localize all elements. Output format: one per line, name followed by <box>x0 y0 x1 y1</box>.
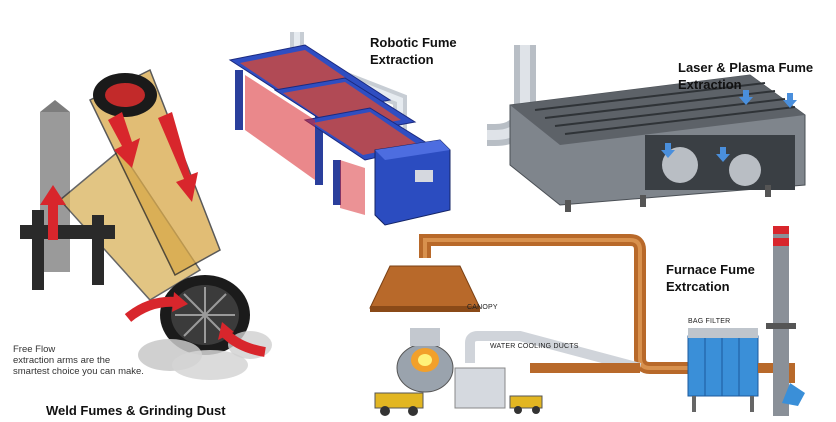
laser-plasma-panel: Laser & Plasma Fume Extraction <box>465 35 836 215</box>
weld-caption-line-2: extraction arms are the <box>13 355 111 366</box>
laser-title-line-2: Extraction <box>678 77 742 92</box>
weld-panel-title: Weld Fumes & Grinding Dust <box>46 403 226 418</box>
furnace-system-illustration <box>369 226 805 416</box>
furnace-title-line-1: Furnace Fume <box>666 262 755 277</box>
laser-table-illustration <box>487 45 806 212</box>
robotic-cells-illustration <box>228 32 451 226</box>
weld-caption-line-1: Free Flow <box>13 344 56 355</box>
weld-fume-panel: Free Flow extraction arms are the smarte… <box>0 0 290 422</box>
laser-title-line-1: Laser & Plasma Fume <box>678 60 814 75</box>
furnace-fume-panel: CANOPY WATER COOLING DUCTS BAG FILTER Fu… <box>369 218 836 422</box>
robotic-fume-panel: Robotic Fume Extraction <box>225 20 465 230</box>
robotic-title-line-2: Extraction <box>370 52 434 67</box>
bag-filter-label: BAG FILTER <box>688 318 731 325</box>
robotic-title-line-1: Robotic Fume <box>370 35 457 50</box>
water-cooling-ducts-label: WATER COOLING DUCTS <box>490 343 579 350</box>
extraction-arm-illustration <box>20 68 272 380</box>
furnace-title-line-2: Extrcation <box>666 279 730 294</box>
weld-caption-line-3: smartest choice you can make. <box>13 366 144 377</box>
canopy-label: CANOPY <box>467 304 498 311</box>
